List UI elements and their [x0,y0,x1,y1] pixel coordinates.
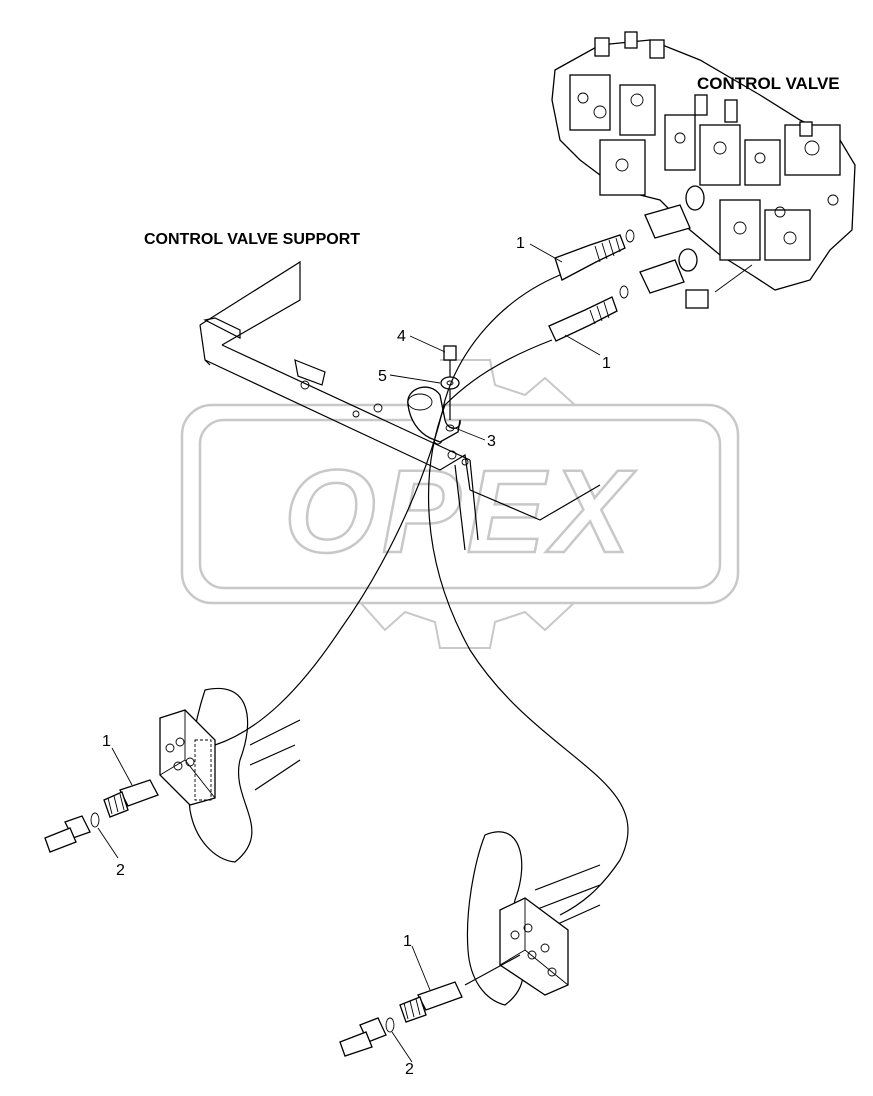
hose-fitting-bottom [339,981,463,1057]
oring-bottom [385,1017,395,1033]
callout-oring-left: 2 [116,862,125,879]
valve-adapters [619,204,691,299]
hose-fitting-top-lower [548,296,618,342]
label-control-valve: CONTROL VALVE [697,74,840,93]
pedal-bracket-left [159,687,301,863]
callout-clamp: 3 [487,433,496,450]
callout-hose-bottom: 1 [403,933,412,950]
hose-lines [214,274,629,916]
leader-lines [97,243,601,1063]
pedal-bracket-bottom [466,831,601,1006]
hose-fitting-top-upper [554,234,626,281]
callout-bolt: 4 [397,328,406,345]
label-control-valve-support: CONTROL VALVE SUPPORT [144,231,360,248]
hose-line-bottom-end [464,954,521,986]
washer [440,376,460,390]
valve-port-orings [678,185,705,272]
oring-left [90,812,100,828]
watermark-outer-frame [180,403,740,605]
callout-hose-top-lower: 1 [602,355,611,372]
watermark: OPEX [180,359,740,649]
callout-oring-bottom: 2 [405,1061,414,1078]
hose-fitting-left [44,779,159,853]
watermark-text: OPEX [284,446,636,578]
callout-washer: 5 [378,368,387,385]
watermark-gear [359,359,576,649]
control-valve [551,31,856,309]
hose-clamp [407,386,461,443]
control-valve-support [199,260,601,551]
callout-hose-left: 1 [102,733,111,750]
callout-hose-top-upper: 1 [516,235,525,252]
clamp-assembly [407,345,461,443]
bolt [443,345,457,361]
